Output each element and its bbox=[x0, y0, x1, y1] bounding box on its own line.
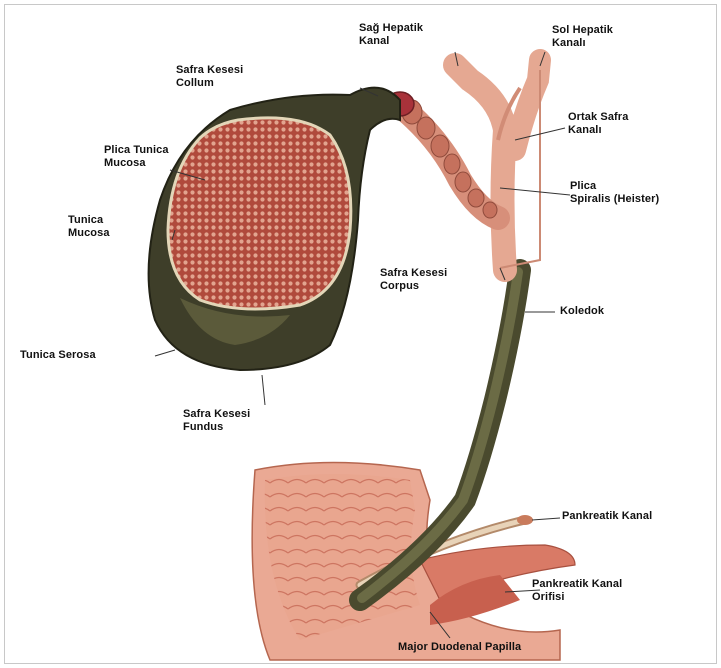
label-fundus: Safra Kesesi Fundus bbox=[183, 408, 250, 434]
label-sol-hepatik: Sol Hepatik Kanalı bbox=[552, 24, 613, 50]
hepatic-ducts bbox=[455, 60, 540, 270]
label-pankreatik-orifis: Pankreatik Kanal Orifisi bbox=[532, 578, 622, 604]
label-corpus: Safra Kesesi Corpus bbox=[380, 267, 447, 293]
label-tunica-mucosa: Tunica Mucosa bbox=[68, 214, 110, 240]
label-plica-tunica: Plica Tunica Mucosa bbox=[104, 144, 169, 170]
label-duodenal-papilla: Major Duodenal Papilla bbox=[398, 641, 521, 654]
label-pankreatik-kanal: Pankreatik Kanal bbox=[562, 510, 652, 523]
label-plica-spiralis: Plica Spiralis (Heister) bbox=[570, 180, 659, 206]
label-tunica-serosa: Tunica Serosa bbox=[20, 349, 96, 362]
gallbladder bbox=[149, 88, 400, 370]
label-sag-hepatik: Sağ Hepatik Kanal bbox=[359, 22, 423, 48]
label-collum: Safra Kesesi Collum bbox=[176, 64, 243, 90]
cystic-duct bbox=[386, 92, 498, 218]
label-koledok: Koledok bbox=[560, 305, 604, 318]
label-ortak-safra: Ortak Safra Kanalı bbox=[568, 111, 628, 137]
